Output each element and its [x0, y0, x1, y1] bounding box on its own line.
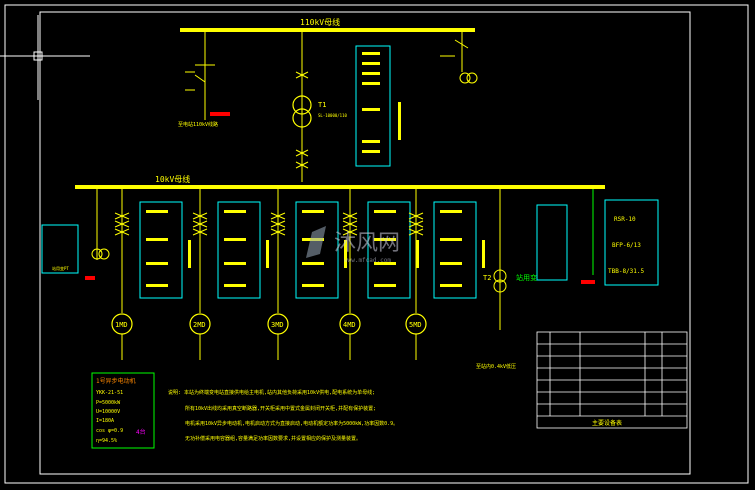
motor-panel-bars-2 — [224, 210, 269, 287]
motor-panel-bars-1 — [146, 210, 191, 287]
station-transformer-label: 站用变 — [516, 273, 537, 282]
capacitor-feeder[interactable] — [592, 189, 659, 286]
motor-params-line-1: YKK-21-51 — [96, 390, 123, 396]
equipment-table[interactable] — [536, 331, 688, 429]
crosshair-cursor-icon — [0, 15, 90, 100]
motor-feeder-1[interactable] — [114, 189, 183, 360]
transformer-icon[interactable] — [292, 95, 312, 128]
watermark-logo-icon: 沐风网 www.mfcad.com — [306, 226, 400, 264]
motor-panel-bars-5 — [440, 210, 485, 287]
t1-protection-panel — [355, 45, 401, 167]
notes-line-2: 所有10kV出线均采用真空断路器,开关柜采用中置式金属封闭开关柜,并配有保护装置… — [185, 405, 376, 412]
notes-line-3: 电机采用10kV异步电动机,电机启动方式为直接启动,电动机额定功率为5000kW… — [185, 420, 398, 427]
capacitor-label-2: BFP-6/13 — [612, 242, 641, 249]
incoming-line[interactable] — [185, 32, 230, 120]
motor-feeder-5[interactable] — [408, 189, 477, 360]
motor-icon[interactable]: 3MD — [267, 313, 289, 335]
design-notes: 说明: 本站为终端变电站直接供电给主电机,站内其他负荷采用10kV供电,配电系统… — [168, 389, 398, 442]
motor-params-line-4: I=180A — [96, 418, 114, 424]
capacitor-label-1: RSR-10 — [614, 216, 636, 223]
feeder-station-transformer[interactable] — [493, 189, 568, 330]
motor-label-4: 4MD — [343, 321, 356, 329]
motor-params-line-5: cos φ=0.9 — [96, 428, 123, 434]
notes-line-1: 说明: 本站为终端变电站直接供电给主电机,站内其他负荷采用10kV供电,配电系统… — [168, 389, 375, 396]
bus-110kv[interactable]: 110kV母线 — [180, 17, 475, 32]
transformer-t1-branch[interactable] — [295, 32, 309, 182]
bus-10kv[interactable]: 10kV母线 — [75, 174, 605, 189]
motor-icon[interactable]: 2MD — [189, 313, 211, 335]
left-feeder-label: 站用变PT — [52, 265, 69, 271]
motor-params-line-3: U=10000V — [96, 409, 120, 415]
motor-params-note: 4台 — [136, 428, 146, 436]
motor-params-title: 1号异步电动机 — [96, 377, 136, 385]
notes-line-4: 无功补偿采用电容器组,容量满足功率因数要求,并设置相应的保护及测量装置。 — [185, 435, 361, 442]
drawing-frame — [4, 4, 749, 484]
bus-10kv-label: 10kV母线 — [155, 174, 190, 184]
motor-icon[interactable]: 4MD — [339, 313, 361, 335]
transformer-t1-rating: SL-10000/110 — [318, 113, 347, 118]
motor-icon[interactable]: 5MD — [405, 313, 427, 335]
motor-params-line-2: P=5000kW — [96, 400, 121, 406]
watermark-brand: 沐风网 — [334, 231, 400, 256]
motor-label-1: 1MD — [115, 321, 128, 329]
watermark-url: www.mfcad.com — [344, 257, 391, 264]
capacitor-red-mark — [581, 280, 595, 284]
bus-110kv-label: 110kV母线 — [300, 17, 340, 27]
station-transformer-name: T2 — [483, 274, 491, 282]
motor-params-box[interactable]: 1号异步电动机 YKK-21-51 P=5000kW U=10000V I=18… — [91, 372, 155, 449]
motor-params-line-6: η=94.5% — [96, 438, 117, 444]
pt-branch-110kv[interactable] — [440, 32, 478, 84]
motor-label-2: 2MD — [193, 321, 206, 329]
transformer-t1-name: T1 — [318, 101, 326, 109]
motor-icon[interactable]: 1MD — [111, 313, 133, 335]
left-feeder-red-mark — [85, 276, 95, 280]
motor-feeder-2[interactable] — [192, 189, 261, 360]
motor-feeder-3[interactable] — [270, 189, 339, 360]
feeder-left-pt[interactable] — [41, 189, 110, 274]
station-feeder-label: 至站内0.4kV低压 — [476, 363, 516, 370]
incoming-line-label: 至电站110kV线路 — [178, 121, 218, 128]
motor-label-3: 3MD — [271, 321, 284, 329]
motor-feeder-4[interactable] — [342, 189, 411, 360]
motor-label-5: 5MD — [409, 321, 422, 329]
motor-panel-bars-4 — [374, 210, 419, 287]
equipment-table-footer: 主要设备表 — [592, 419, 622, 427]
capacitor-label-3: TBB-8/31.5 — [608, 268, 645, 275]
